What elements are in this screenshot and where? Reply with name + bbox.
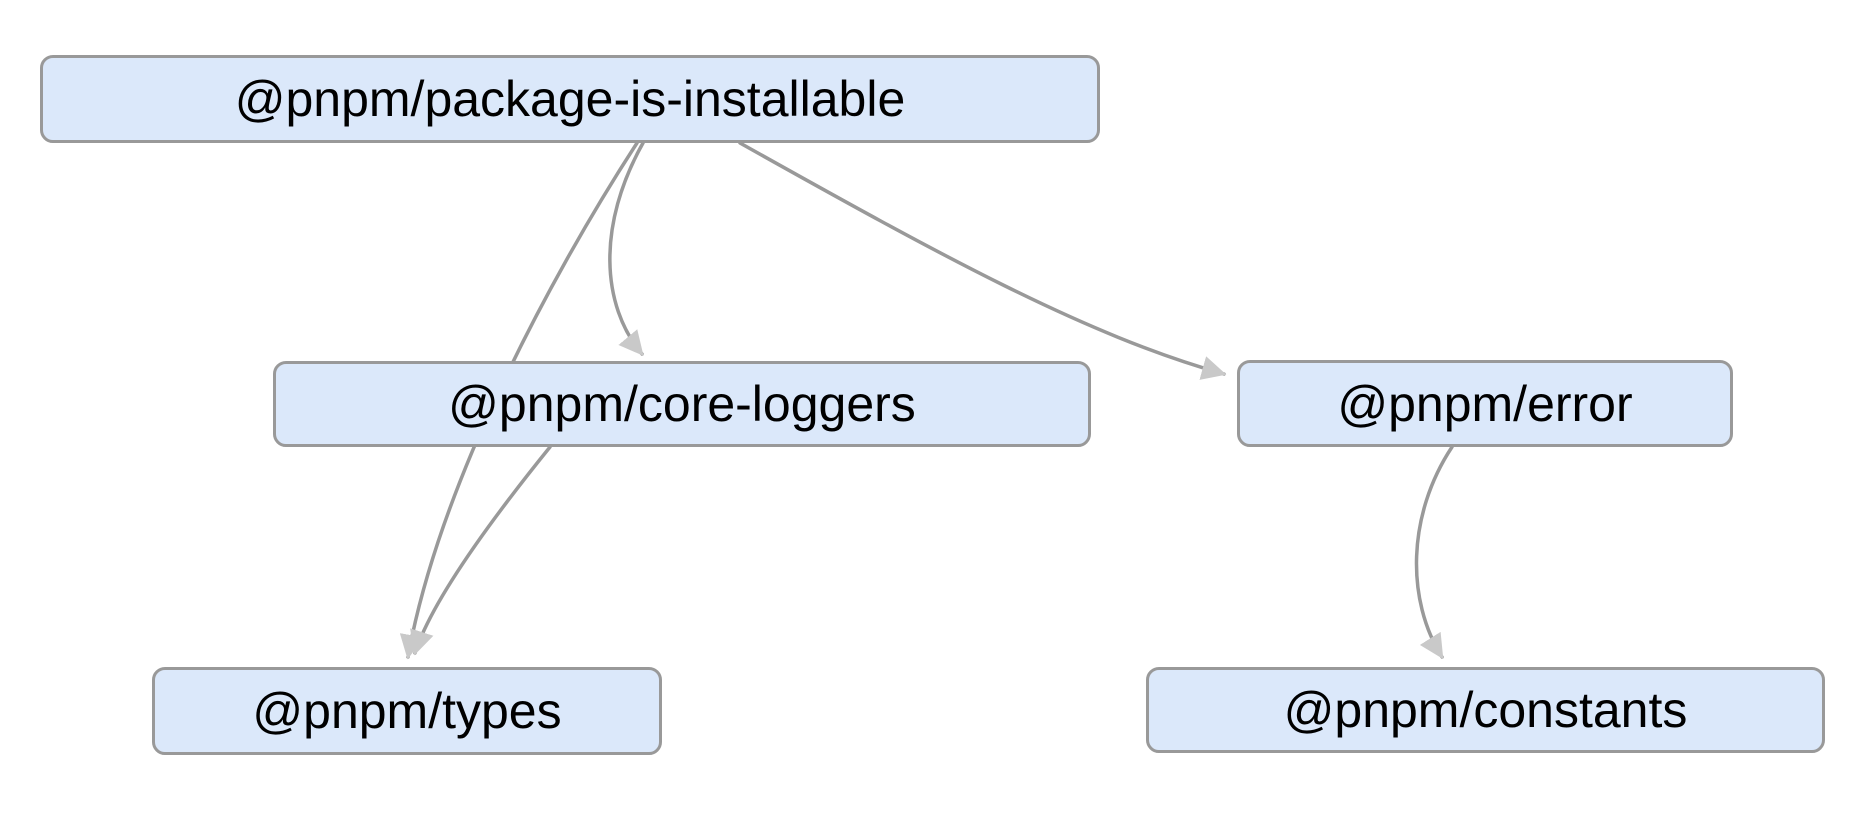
edge-error-to-constants xyxy=(1414,445,1454,660)
node-pnpm-constants: @pnpm/constants xyxy=(1146,667,1825,753)
node-pnpm-core-loggers: @pnpm/core-loggers xyxy=(273,361,1091,447)
edge-package-is-installable-to-error xyxy=(738,141,1227,380)
node-pnpm-package-is-installable: @pnpm/package-is-installable xyxy=(40,55,1100,143)
edge-core-loggers-to-types xyxy=(410,445,552,656)
node-pnpm-types: @pnpm/types xyxy=(152,667,662,755)
edge-package-is-installable-to-core-loggers xyxy=(608,141,645,356)
node-pnpm-error: @pnpm/error xyxy=(1237,360,1733,447)
